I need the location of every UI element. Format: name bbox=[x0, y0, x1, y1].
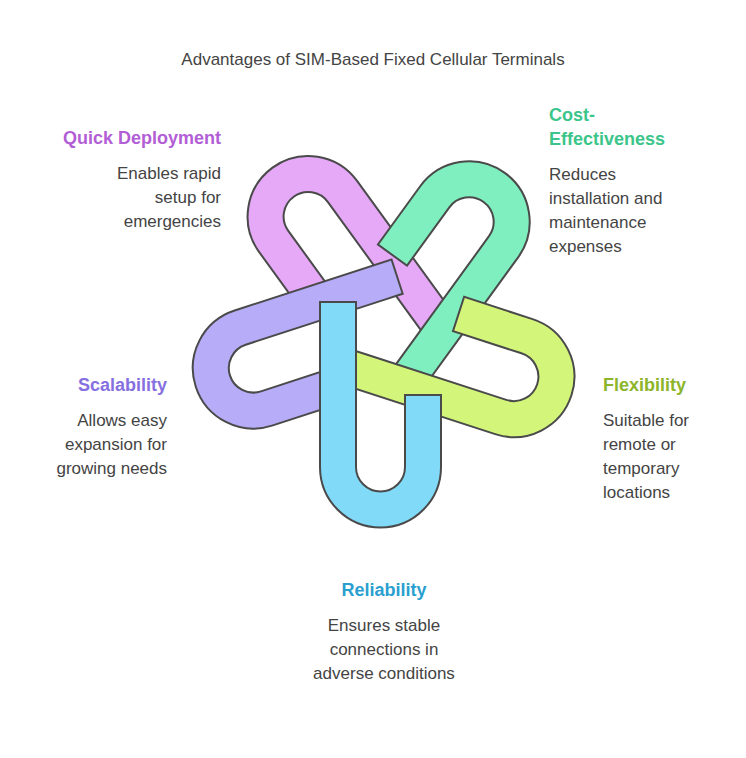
advantage-description: Suitable for remote or temporary locatio… bbox=[603, 409, 715, 505]
loop-outline bbox=[338, 320, 423, 510]
advantage-description: Reduces installation and maintenance exp… bbox=[549, 163, 699, 259]
loop-outline bbox=[361, 291, 567, 430]
reliability-loop bbox=[338, 320, 423, 510]
advantage-label: ScalabilityAllows easy expansion for gro… bbox=[17, 373, 167, 481]
advantage-description: Enables rapid setup for emergencies bbox=[91, 162, 221, 234]
advantage-heading: Cost-Effectiveness bbox=[549, 103, 679, 151]
advantage-label: Cost-EffectivenessReduces installation a… bbox=[549, 103, 729, 259]
advantage-label: ReliabilityEnsures stable connections in… bbox=[304, 578, 464, 686]
loop-fill bbox=[200, 282, 406, 421]
diagram-title: Advantages of SIM-Based Fixed Cellular T… bbox=[0, 50, 746, 70]
scalability-loop bbox=[200, 282, 406, 421]
advantage-heading: Scalability bbox=[17, 373, 167, 397]
advantage-description: Ensures stable connections in adverse co… bbox=[312, 614, 457, 686]
advantage-label: Quick DeploymentEnables rapid setup for … bbox=[41, 126, 221, 234]
loop-fill bbox=[361, 291, 567, 430]
loop-fill bbox=[338, 320, 423, 510]
advantage-description: Allows easy expansion for growing needs bbox=[27, 409, 167, 481]
advantage-label: FlexibilitySuitable for remote or tempor… bbox=[603, 373, 733, 505]
advantage-heading: Quick Deployment bbox=[41, 126, 221, 150]
loop-outline bbox=[200, 282, 406, 421]
flexibility-loop bbox=[361, 291, 567, 430]
advantage-heading: Reliability bbox=[304, 578, 464, 602]
advantage-heading: Flexibility bbox=[603, 373, 733, 397]
